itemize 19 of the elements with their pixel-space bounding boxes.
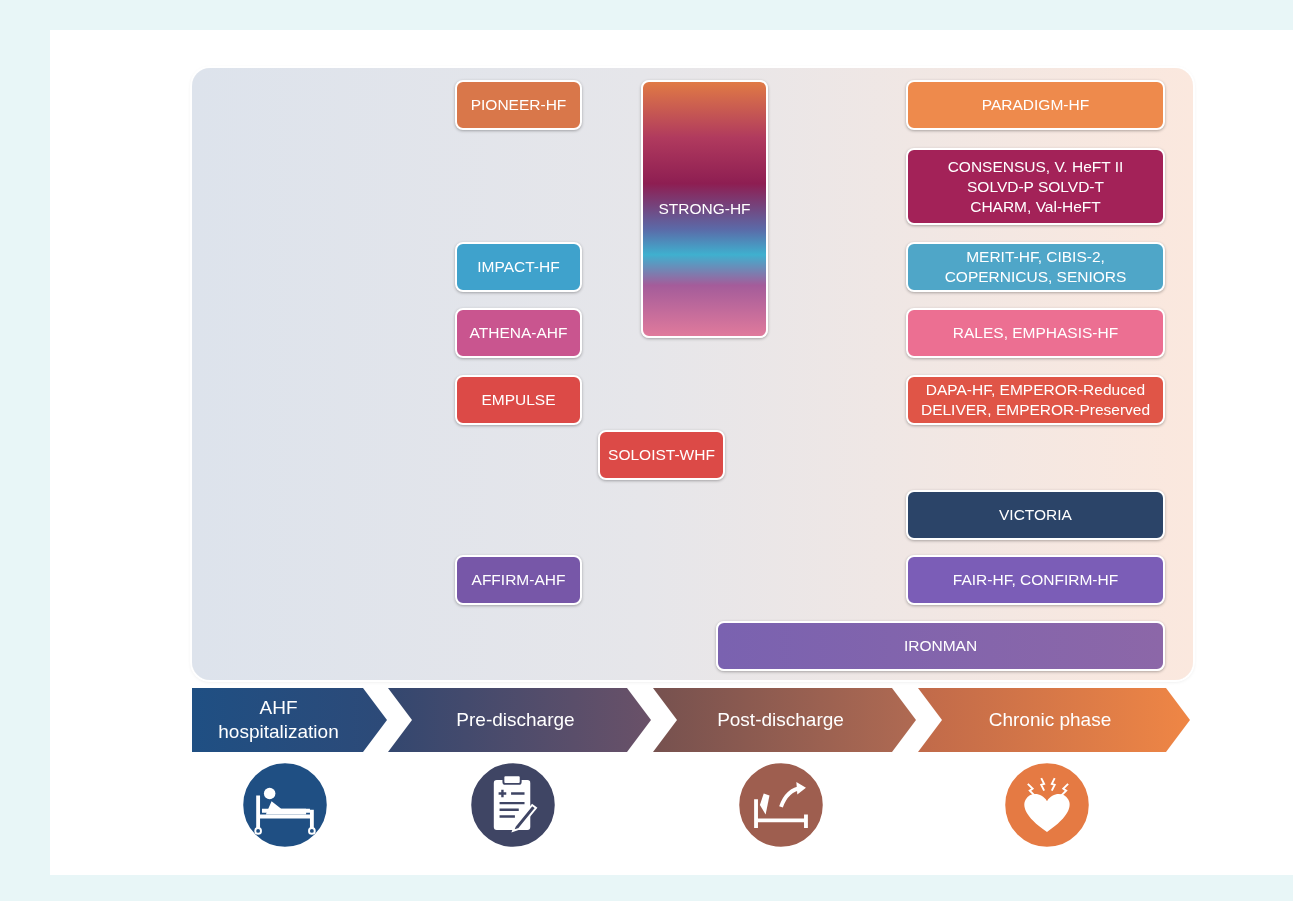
trial-box: IMPACT-HF: [455, 242, 582, 292]
trial-box: PIONEER-HF: [455, 80, 582, 130]
trial-box: IRONMAN: [716, 621, 1165, 671]
phase-band: Chronic phase: [918, 688, 1190, 752]
trial-box: FAIR-HF, CONFIRM-HF: [906, 555, 1165, 605]
trial-box: RALES, EMPHASIS-HF: [906, 308, 1165, 358]
trial-box: VICTORIA: [906, 490, 1165, 540]
phase-band: Post-discharge: [653, 688, 916, 752]
trial-box: PARADIGM-HF: [906, 80, 1165, 130]
trial-box: STRONG-HF: [641, 80, 768, 338]
trial-box: EMPULSE: [455, 375, 582, 425]
trial-box: MERIT-HF, CIBIS-2, COPERNICUS, SENIORS: [906, 242, 1165, 292]
trial-box: ATHENA-AHF: [455, 308, 582, 358]
phase-band: Pre-discharge: [388, 688, 651, 752]
trial-box: SOLOIST-WHF: [598, 430, 725, 480]
phase-band: AHF hospitalization: [192, 688, 387, 752]
trial-box: DAPA-HF, EMPEROR-Reduced DELIVER, EMPEROR-Preserved: [906, 375, 1165, 425]
trial-box: CONSENSUS, V. HeFT II SOLVD-P SOLVD-T CHARM, Val-HeFT: [906, 148, 1165, 225]
trial-box: AFFIRM-AHF: [455, 555, 582, 605]
